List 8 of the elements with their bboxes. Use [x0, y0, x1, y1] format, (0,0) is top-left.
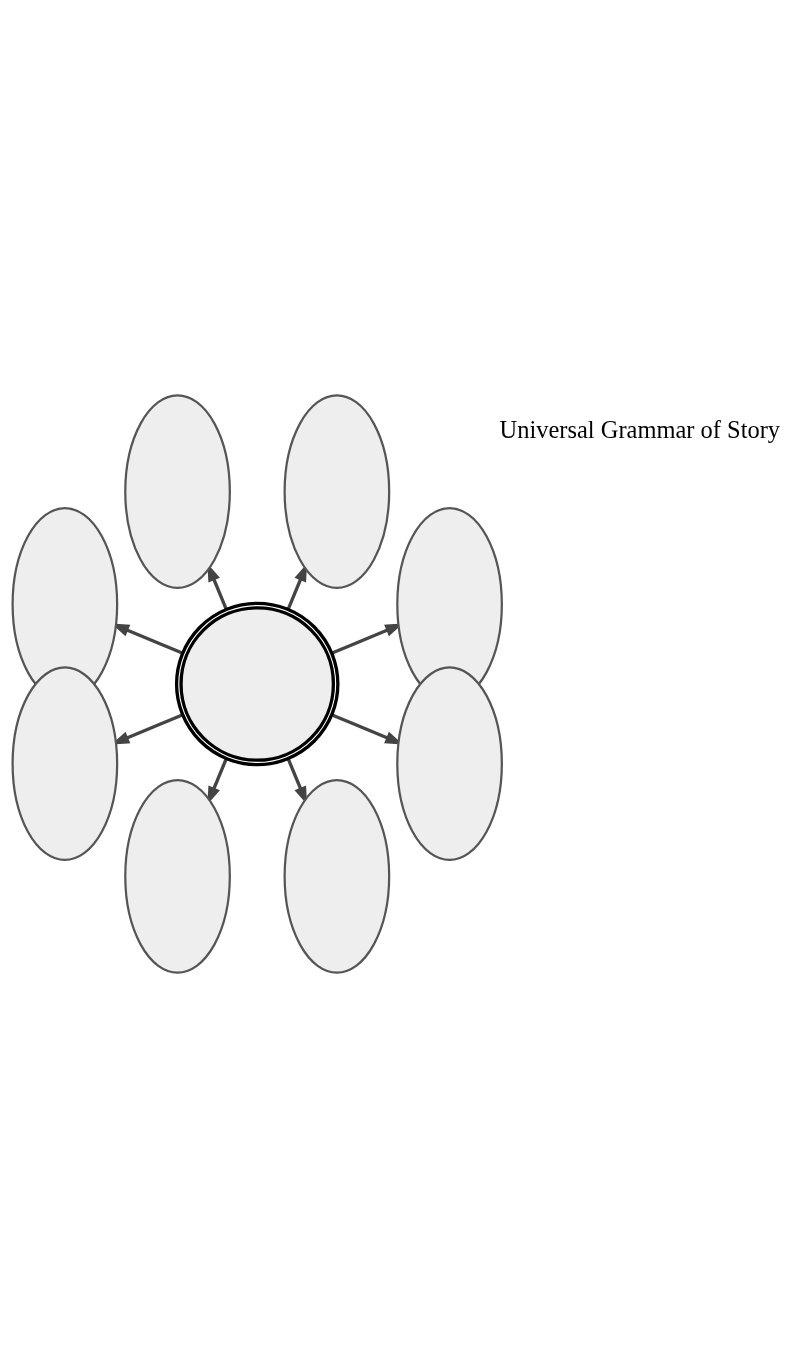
node-circle: [174, 601, 340, 766]
node-ellipse: [124, 393, 231, 589]
node-ellipse: [396, 665, 503, 861]
node-ellipse: [11, 665, 119, 861]
label: Universal Grammar of Story: [499, 415, 781, 443]
node-ellipse: [124, 778, 231, 974]
node-ellipse: [283, 778, 391, 974]
node-ellipse: [283, 393, 391, 589]
